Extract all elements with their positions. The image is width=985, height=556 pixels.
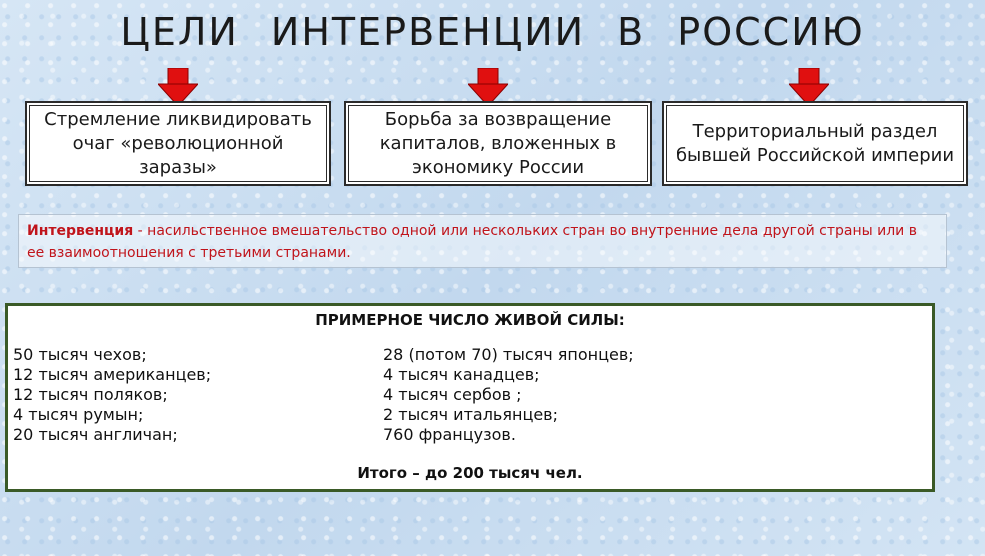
forces-item: 20 тысяч англичан; xyxy=(13,425,178,444)
forces-left-column: 50 тысяч чехов; 12 тысяч американцев; 12… xyxy=(13,345,211,445)
goal-box: Территориальный раздел бывшей Российской… xyxy=(662,101,968,186)
forces-item: 4 тысяч канадцев; xyxy=(383,365,540,384)
definition-text: - насильственное вмешательство одной или… xyxy=(27,223,917,261)
forces-item: 12 тысяч поляков; xyxy=(13,385,168,404)
goal-text: Стремление ликвидировать очаг «революцио… xyxy=(44,108,312,178)
forces-item: 28 (потом 70) тысяч японцев; xyxy=(383,345,634,364)
goal-box: Стремление ликвидировать очаг «революцио… xyxy=(25,101,331,186)
goal-box: Борьба за возвращение капиталов, вложенн… xyxy=(344,101,652,186)
forces-item: 50 тысяч чехов; xyxy=(13,345,147,364)
forces-item: 4 тысяч сербов ; xyxy=(383,385,522,404)
forces-right-column: 28 (потом 70) тысяч японцев; 4 тысяч кан… xyxy=(383,345,634,445)
forces-total: Итого – до 200 тысяч чел. xyxy=(357,464,583,482)
arrow-down-icon xyxy=(789,68,829,106)
forces-item: 4 тысяч румын; xyxy=(13,405,144,424)
forces-item: 2 тысяч итальянцев; xyxy=(383,405,558,424)
forces-box: ПРИМЕРНОЕ ЧИСЛО ЖИВОЙ СИЛЫ: 50 тысяч чех… xyxy=(5,303,935,492)
page-title: ЦЕЛИ ИНТЕРВЕНЦИИ В РОССИЮ xyxy=(120,10,865,54)
goal-text: Борьба за возвращение капиталов, вложенн… xyxy=(379,108,617,178)
arrow-down-icon xyxy=(468,68,508,106)
forces-item: 12 тысяч американцев; xyxy=(13,365,212,384)
goal-text: Территориальный раздел бывшей Российской… xyxy=(675,120,955,166)
forces-item: 760 французов. xyxy=(383,425,516,444)
definition-term: Интервенция xyxy=(27,223,134,239)
forces-title: ПРИМЕРНОЕ ЧИСЛО ЖИВОЙ СИЛЫ: xyxy=(315,311,625,329)
definition-box: Интервенция - насильственное вмешательст… xyxy=(18,214,947,268)
arrow-down-icon xyxy=(158,68,198,106)
